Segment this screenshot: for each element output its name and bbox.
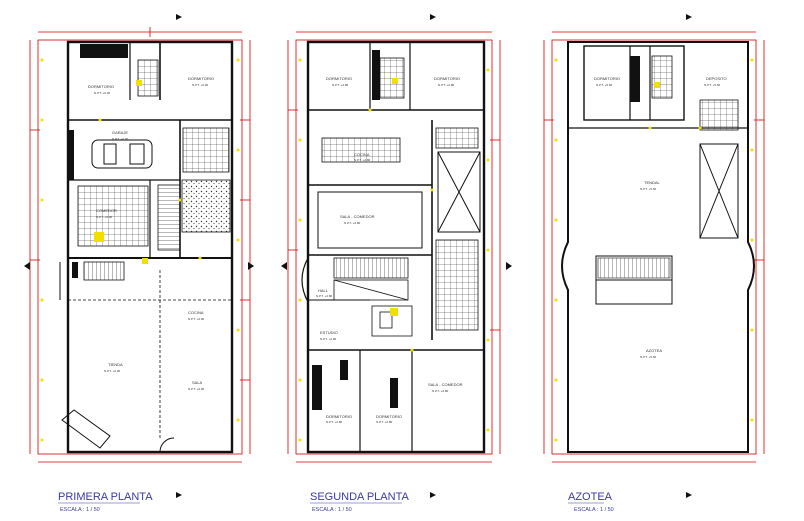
room-labels: DORMITORIO N.P.T. +0.00 DORMITORIO N.P.T… (88, 76, 727, 424)
room-label: TENDAL (644, 180, 661, 185)
entry-wall (61, 409, 175, 453)
room-sublabel: N.P.T. +0.00 (112, 137, 129, 141)
room-label: DORMITORIO (376, 414, 402, 419)
wall-blocks (68, 44, 128, 278)
room-sublabel: N.P.T. +0.00 (188, 317, 205, 321)
tiled-floor (182, 127, 230, 173)
car-icon (91, 139, 153, 169)
room-label: ESTUDIO (320, 330, 338, 335)
room-label: COCINA (188, 310, 204, 315)
room-label: DEPOSITO (706, 76, 727, 81)
tiled-floor (435, 239, 479, 331)
dimension-lines (287, 31, 501, 463)
room-sublabel: N.P.T. +0.00 (94, 91, 111, 95)
room-label: AZOTEA (646, 348, 662, 353)
room-sublabel: N.P.T. +2.80 (320, 337, 337, 341)
walls (59, 40, 234, 454)
plan-title: PRIMERA PLANTA (58, 491, 153, 503)
room-sublabel: N.P.T. +0.00 (188, 387, 205, 391)
room-sublabel: N.P.T. +2.80 (326, 420, 343, 424)
stair-landing (333, 279, 409, 301)
room-label: SALA (192, 380, 203, 385)
tiled-floor (699, 99, 739, 131)
room-label: TIENDA (108, 362, 123, 367)
tiled-floor (77, 185, 149, 247)
wall-blocks (630, 56, 640, 102)
room-sublabel: N.P.T. +2.80 (316, 294, 333, 298)
dimension-lines (29, 27, 251, 463)
dimension-lines (543, 31, 765, 463)
room-label: HALL (318, 288, 329, 293)
room-label: DORMITORIO (594, 76, 620, 81)
wall-blocks (312, 50, 398, 410)
stairs (157, 184, 181, 251)
room-sublabel: N.P.T. +0.00 (96, 215, 113, 219)
walls (301, 40, 486, 454)
column-markers (298, 58, 490, 442)
room-sublabel: N.P.T. +5.60 (640, 187, 657, 191)
section-arrow-icon (686, 14, 692, 498)
stairs (597, 257, 671, 279)
room-label: DORMITORIO (326, 414, 352, 419)
tiled-floor (651, 55, 673, 99)
tiled-floor (137, 59, 159, 97)
room-sublabel: N.P.T. +0.00 (104, 369, 121, 373)
plan-scale: ESCALA : 1 / 50 (60, 507, 100, 513)
room-sublabel: N.P.T. +5.60 (640, 355, 657, 359)
room-sublabel: N.P.T. +2.80 (354, 158, 371, 162)
garden-gravel (181, 179, 231, 233)
plan-scale: ESCALA : 1 / 50 (574, 507, 614, 513)
column-markers (554, 58, 754, 442)
room-label: DORMITORIO (434, 76, 460, 81)
room-sublabel: N.P.T. +2.80 (376, 420, 393, 424)
room-label: DORMITORIO (326, 76, 352, 81)
plan-title: AZOTEA (568, 491, 613, 503)
plan-scale: ESCALA : 1 / 50 (312, 507, 352, 513)
tiled-floor (321, 137, 401, 163)
room-label: DORMITORIO (188, 76, 214, 81)
void-opening (595, 143, 739, 305)
room-label: SALA - COMEDOR (340, 214, 375, 219)
section-arrow-icon (281, 14, 512, 498)
room-sublabel: N.P.T. +2.80 (332, 83, 349, 87)
stairs (83, 261, 125, 281)
plan-segunda-planta (281, 14, 512, 498)
room-sublabel: N.P.T. +5.60 (704, 83, 721, 87)
room-sublabel: N.P.T. +0.00 (192, 83, 209, 87)
plan-titles: PRIMERA PLANTA ESCALA : 1 / 50 SEGUNDA P… (58, 491, 614, 513)
room-sublabel: N.P.T. +5.60 (596, 83, 613, 87)
column-markers (40, 58, 240, 442)
stairs (333, 257, 409, 279)
room-sublabel: N.P.T. +2.80 (432, 389, 449, 393)
room-label: DORMITORIO (88, 84, 114, 89)
room-label: GARAJE (112, 130, 128, 135)
tiled-floor (435, 127, 479, 149)
bathroom (371, 305, 413, 337)
room-label: COMEDOR (96, 208, 117, 213)
plan-azotea (543, 14, 765, 498)
room-sublabel: N.P.T. +2.80 (344, 221, 361, 225)
section-arrow-icon (24, 14, 254, 498)
plan-primera-planta (24, 14, 254, 498)
room-label: COCINA (354, 152, 370, 157)
plan-title: SEGUNDA PLANTA (310, 491, 409, 503)
void-opening (317, 151, 481, 249)
room-sublabel: N.P.T. +2.80 (438, 83, 455, 87)
room-label: SALA - COMEDOR (428, 382, 463, 387)
